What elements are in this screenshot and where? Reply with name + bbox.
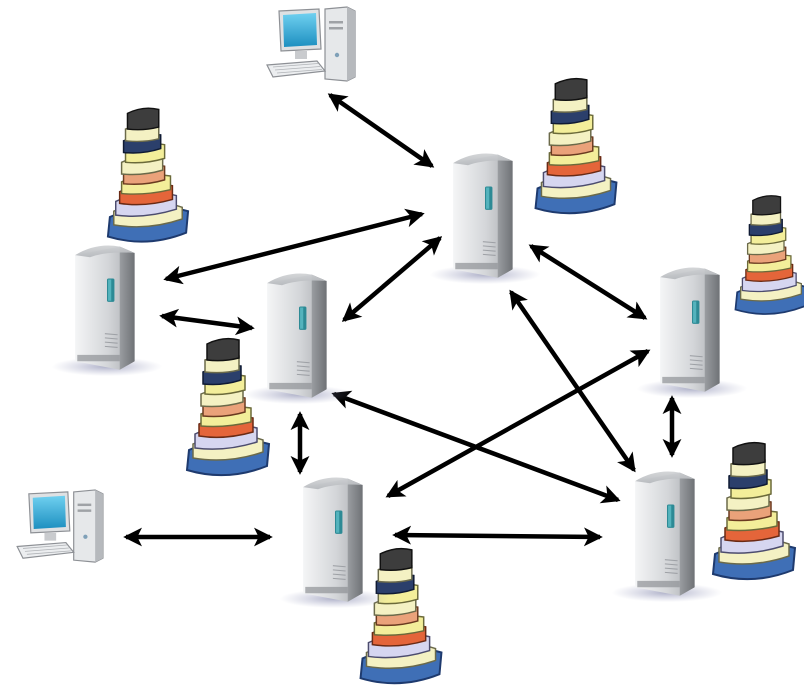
desktop-computer-icon — [266, 6, 356, 82]
edge-server-right-to-server-bottom-center — [385, 349, 651, 498]
connection-arrows — [123, 93, 682, 547]
server-tower-icon — [429, 152, 541, 285]
book-stack-icon — [186, 337, 270, 477]
book-stack-icon — [534, 77, 618, 215]
edge-server-top-to-server-right — [528, 244, 648, 320]
book-stack-icon — [711, 441, 797, 581]
book-stack-icon — [359, 547, 443, 685]
edge-server-bottom-center-to-server-bottom-right — [392, 525, 603, 547]
edge-pc-top-to-server-top — [327, 93, 435, 168]
edge-server-top-to-server-center-left — [341, 236, 443, 322]
edge-server-top-to-server-bottom-right — [509, 289, 636, 473]
server-tower-icon — [611, 470, 723, 603]
server-tower-icon — [243, 273, 355, 405]
desktop-computer-icon — [16, 489, 104, 563]
server-tower-icon — [636, 267, 748, 399]
book-stack-icon — [734, 194, 804, 316]
book-stack-icon — [106, 107, 190, 243]
edge-server-top-to-server-left — [163, 208, 425, 285]
server-tower-icon — [279, 476, 391, 609]
edge-server-left-to-server-center-left — [159, 308, 255, 336]
server-tower-icon — [51, 244, 163, 377]
